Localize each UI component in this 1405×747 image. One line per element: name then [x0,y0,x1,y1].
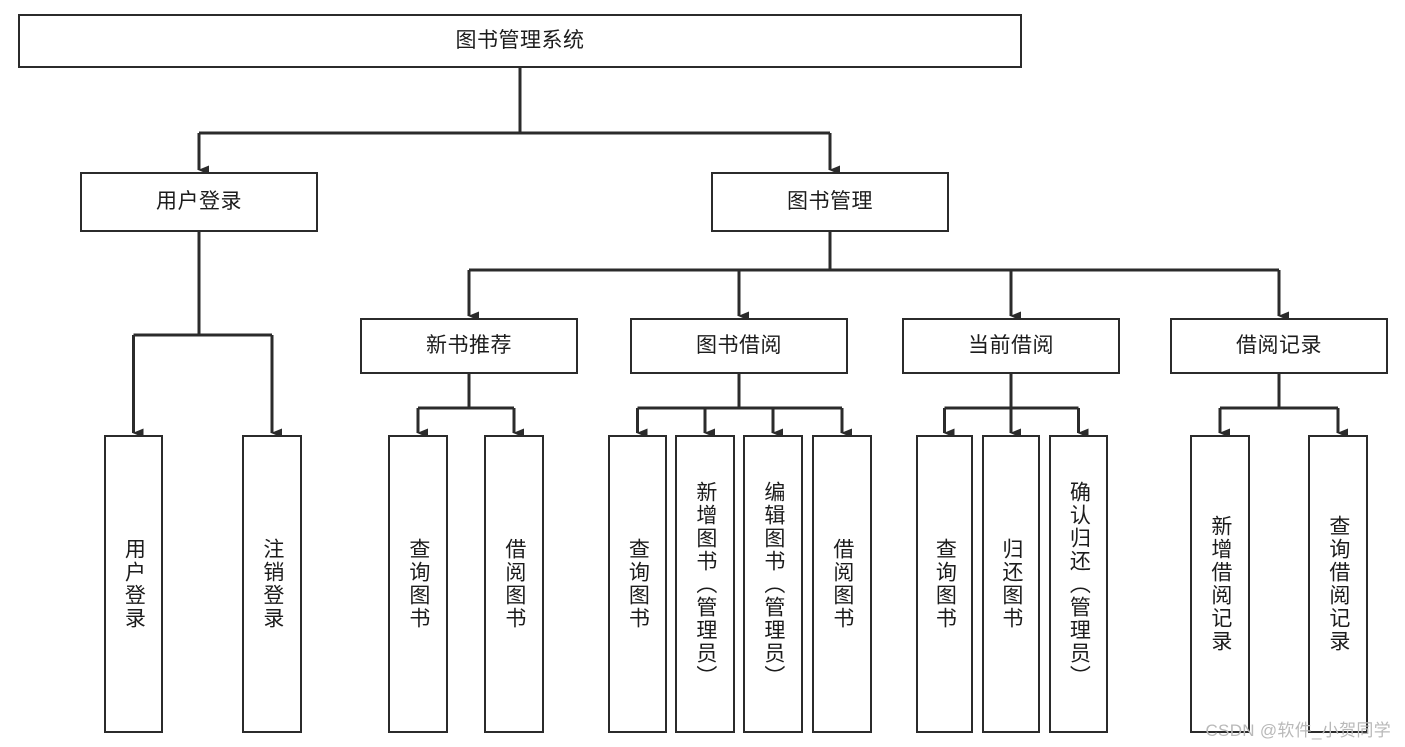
watermark-credit: CSDN @软件_小贺同学 [1205,721,1391,740]
leaf-box-8-node-查询图书[interactable]: 查询图书 [916,435,973,733]
node-label: 用户登录 [122,538,146,630]
level2-box-1-node-图书管理[interactable]: 图书管理 [711,172,949,232]
node-label: 查询借阅记录 [1326,515,1350,653]
level3-box-3-node-借阅记录[interactable]: 借阅记录 [1170,318,1388,374]
leaf-box-11-node-新增借阅记录[interactable]: 新增借阅记录 [1190,435,1250,733]
leaf-box-1-node-注销登录[interactable]: 注销登录 [242,435,302,733]
node-label: 归还图书 [999,538,1023,630]
node-label: 注销登录 [260,538,284,630]
node-label: 图书管理系统 [455,29,585,53]
node-label: 借阅图书 [502,538,526,630]
node-label: 查询图书 [406,538,430,630]
leaf-box-0-node-用户登录[interactable]: 用户登录 [104,435,163,733]
node-label: 用户登录 [156,190,242,214]
leaf-box-4-node-查询图书[interactable]: 查询图书 [608,435,667,733]
leaf-box-12-node-查询借阅记录[interactable]: 查询借阅记录 [1308,435,1368,733]
level3-box-2-node-当前借阅[interactable]: 当前借阅 [902,318,1120,374]
leaf-box-2-node-查询图书[interactable]: 查询图书 [388,435,448,733]
leaf-box-9-node-归还图书[interactable]: 归还图书 [982,435,1040,733]
node-label: 借阅记录 [1236,334,1322,358]
node-label: 查询图书 [933,538,957,630]
node-label: 编辑图书（管理员） [761,480,785,688]
leaf-box-7-node-借阅图书[interactable]: 借阅图书 [812,435,872,733]
node-label: 确认归还（管理员） [1067,480,1091,688]
node-label: 当前借阅 [968,334,1054,358]
node-label: 新增借阅记录 [1208,515,1232,653]
leaf-box-6-node-编辑图书管理员[interactable]: 编辑图书（管理员） [743,435,803,733]
level3-box-0-node-新书推荐[interactable]: 新书推荐 [360,318,578,374]
node-label: 图书借阅 [696,334,782,358]
level2-box-0-node-用户登录[interactable]: 用户登录 [80,172,318,232]
level3-box-1-node-图书借阅[interactable]: 图书借阅 [630,318,848,374]
node-label: 查询图书 [626,538,650,630]
root-box-0-node-图书管理系统[interactable]: 图书管理系统 [18,14,1022,68]
node-label: 新书推荐 [426,334,512,358]
leaf-box-5-node-新增图书管理员[interactable]: 新增图书（管理员） [675,435,735,733]
node-label: 图书管理 [787,190,873,214]
leaf-box-10-node-确认归还管理员[interactable]: 确认归还（管理员） [1049,435,1108,733]
leaf-box-3-node-借阅图书[interactable]: 借阅图书 [484,435,544,733]
node-label: 新增图书（管理员） [693,480,717,688]
node-label: 借阅图书 [830,538,854,630]
